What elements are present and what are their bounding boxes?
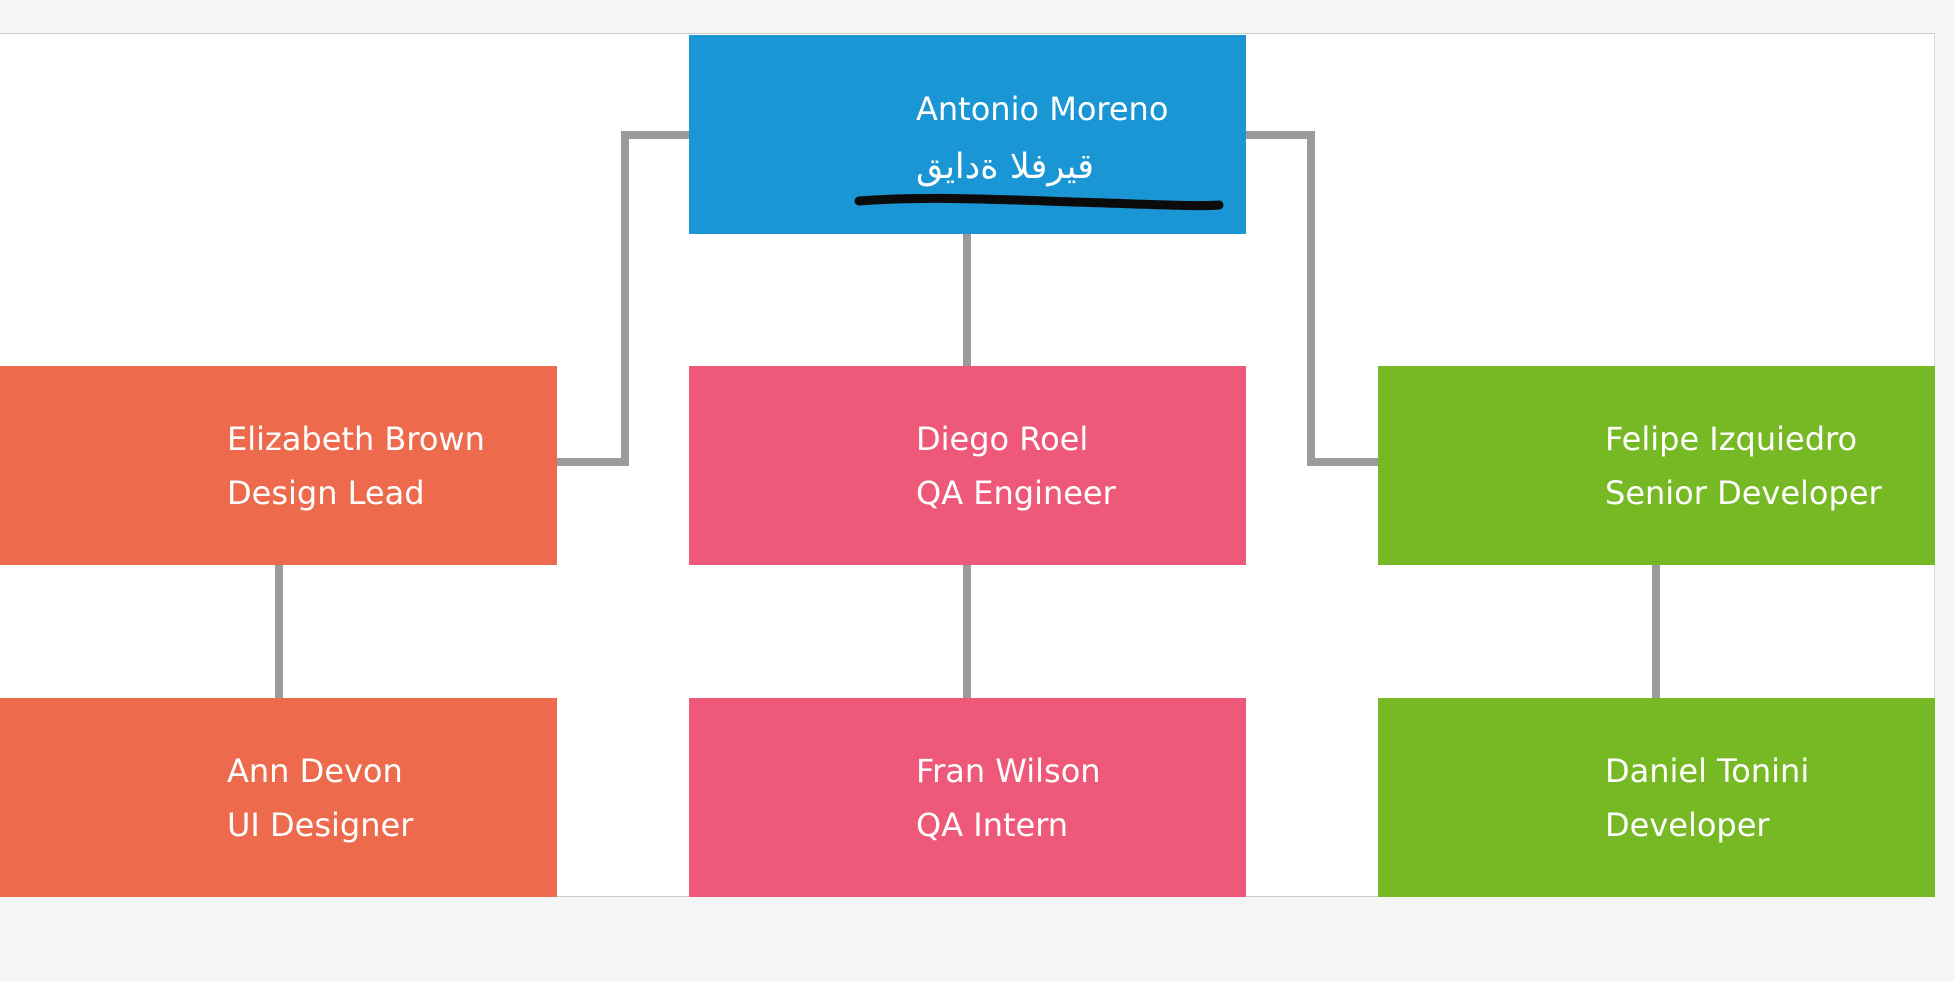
node-role: UI Designer	[227, 805, 414, 844]
node-role: QA Intern	[916, 805, 1069, 844]
node-name: Elizabeth Brown	[227, 419, 485, 458]
node-name: Diego Roel	[916, 419, 1089, 458]
org-node-daniel-tonini[interactable]: Daniel Tonini Developer	[1378, 698, 1935, 897]
node-role: Design Lead	[227, 473, 425, 512]
org-node-ann-devon[interactable]: Ann Devon UI Designer	[0, 698, 557, 897]
node-role: Developer	[1605, 805, 1770, 844]
org-node-fran-wilson[interactable]: Fran Wilson QA Intern	[689, 698, 1246, 897]
node-role: Senior Developer	[1605, 473, 1882, 512]
node-role-arabic: قيادة الفريق	[916, 146, 1094, 187]
node-name: Felipe Izquiedro	[1605, 419, 1858, 458]
org-node-antonio-moreno[interactable]: Antonio Moreno قيادة الفريق	[689, 35, 1246, 234]
org-node-felipe-izquiedro[interactable]: Felipe Izquiedro Senior Developer	[1378, 366, 1935, 565]
node-name: Fran Wilson	[916, 751, 1101, 790]
node-role: QA Engineer	[916, 473, 1116, 512]
org-node-elizabeth-brown[interactable]: Elizabeth Brown Design Lead	[0, 366, 557, 565]
node-name: Daniel Tonini	[1605, 751, 1810, 790]
node-name: Antonio Moreno	[916, 89, 1169, 128]
node-name: Ann Devon	[227, 751, 403, 790]
org-node-diego-roel[interactable]: Diego Roel QA Engineer	[689, 366, 1246, 565]
